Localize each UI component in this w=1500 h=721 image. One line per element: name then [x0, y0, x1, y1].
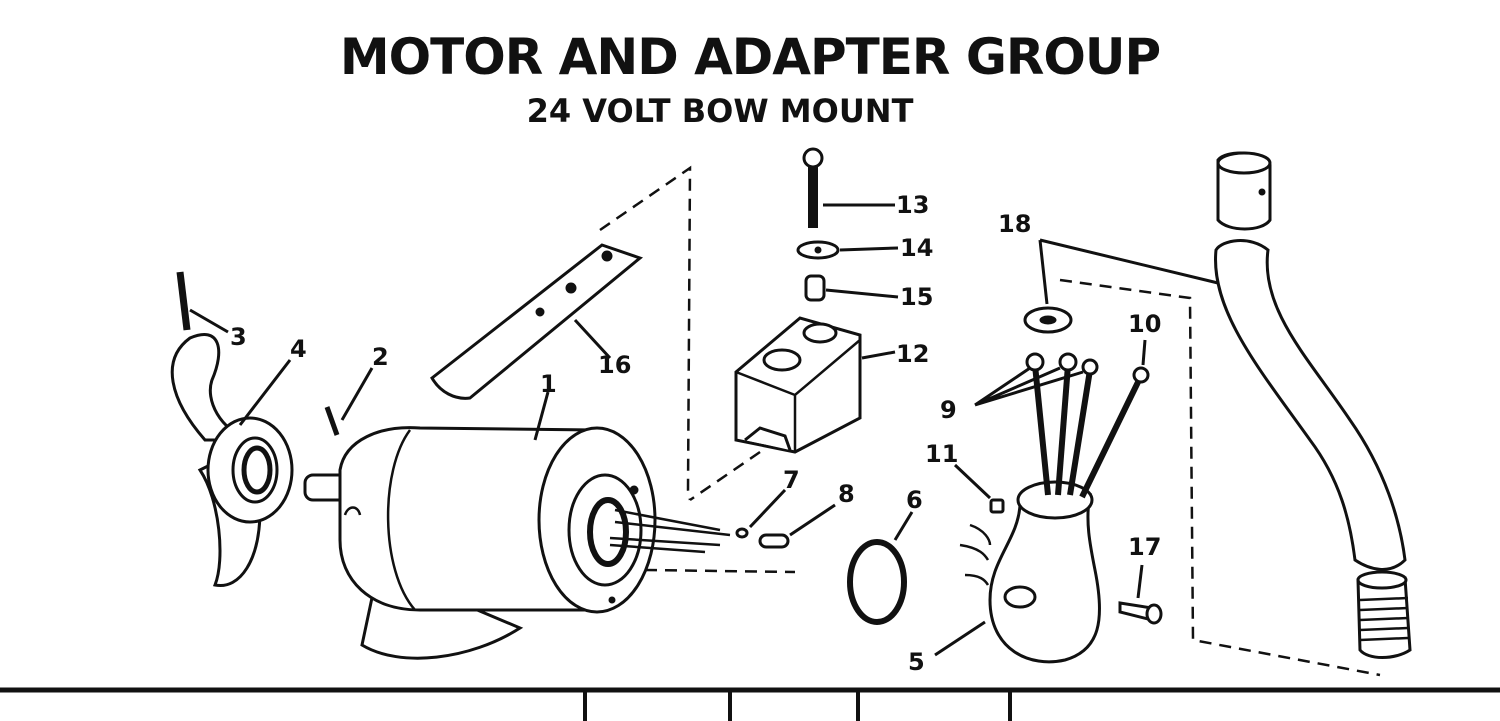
- callout-6: 6: [906, 486, 923, 514]
- part-13-screw: [802, 147, 895, 228]
- part-7-small-pin: [735, 488, 787, 539]
- part-5-lower-housing: [934, 480, 1102, 664]
- part-14-washer: [796, 240, 899, 260]
- part-6-o-ring: [847, 511, 914, 625]
- callout-11: 11: [925, 440, 958, 468]
- part-3-prop-pin: [176, 271, 229, 334]
- callout-12: 12: [896, 340, 929, 368]
- part-17-bolt: [1118, 564, 1163, 625]
- callout-5: 5: [908, 648, 925, 676]
- part-16-bracket: [430, 165, 692, 501]
- callout-13: 13: [896, 191, 929, 219]
- callout-4: 4: [290, 335, 307, 363]
- page-title: MOTOR AND ADAPTER GROUP: [339, 28, 1161, 86]
- callout-14: 14: [900, 234, 933, 262]
- callout-17: 17: [1128, 533, 1161, 561]
- part-18-shaft-tube: [1023, 151, 1412, 677]
- callout-15: 15: [900, 283, 933, 311]
- part-8-sleeve: [758, 503, 836, 549]
- callout-labels: 1 2 3 4 5 6 7 8 9 10 11 12 13 14 15 16 1…: [230, 191, 1161, 676]
- part-15-bushing: [804, 274, 899, 302]
- callout-7: 7: [783, 466, 800, 494]
- callout-10: 10: [1128, 310, 1161, 338]
- part-1-motor: [303, 391, 796, 660]
- part-12-adapter-block: [689, 316, 896, 502]
- part-11-set-screw: [953, 463, 1005, 514]
- part-4-propeller: [170, 333, 294, 588]
- part-2-drive-pin: [324, 367, 374, 436]
- callout-9: 9: [940, 396, 957, 424]
- callout-8: 8: [838, 480, 855, 508]
- callout-16: 16: [598, 351, 631, 379]
- part-9-wires: [974, 339, 1150, 499]
- callout-3: 3: [230, 323, 247, 351]
- table-frame: [0, 687, 1500, 721]
- callout-2: 2: [372, 343, 389, 371]
- page-subtitle: 24 VOLT BOW MOUNT: [526, 92, 914, 130]
- callout-1: 1: [540, 370, 557, 398]
- callout-18: 18: [998, 210, 1031, 238]
